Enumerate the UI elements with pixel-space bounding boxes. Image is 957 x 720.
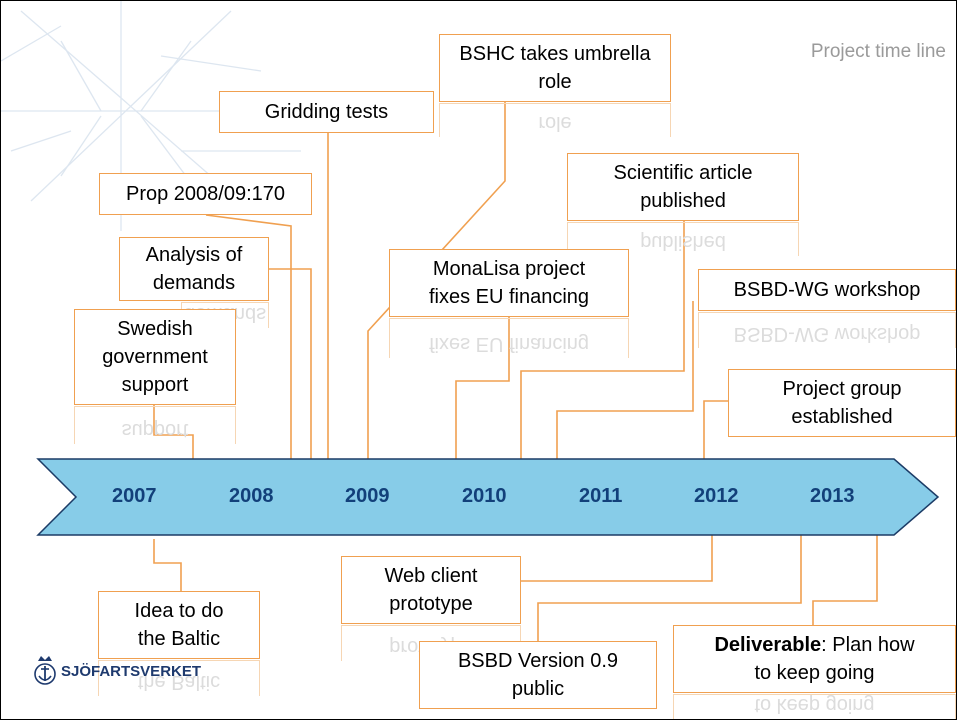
milestone-line: Project group: [782, 378, 902, 400]
milestone-article: Scientific article published: [567, 153, 799, 221]
deliverable-bold: Deliverable: [714, 634, 822, 656]
milestone-line: demands: [152, 272, 236, 294]
year-label: 2009: [345, 485, 390, 507]
milestone-line: Gridding tests: [264, 101, 389, 123]
reflection: role: [439, 103, 671, 137]
milestone-webclient: Web client prototype: [341, 556, 521, 624]
milestone-line: role: [538, 71, 572, 93]
milestone-line: support: [121, 374, 189, 396]
milestone-line: Scientific article: [613, 162, 753, 184]
milestone-line: BSBD-WG workshop: [733, 279, 921, 301]
year-label: 2012: [694, 485, 739, 507]
milestone-prop: Prop 2008/09:170: [99, 173, 312, 215]
year-label: 2010: [462, 485, 507, 507]
milestone-swedish: Swedish government support: [74, 309, 236, 405]
milestone-line: the Baltic: [137, 628, 221, 650]
milestone-line: fixes EU financing: [428, 286, 590, 308]
connector-article: [520, 221, 685, 459]
reflection: BSBD-WG workshop: [698, 312, 956, 348]
year-label: 2008: [229, 485, 274, 507]
milestone-deliverable: Deliverable: Plan how to keep going: [673, 625, 956, 693]
milestone-line: established: [791, 406, 893, 428]
milestone-line: Web client: [384, 565, 478, 587]
milestone-bshc: BSHC takes umbrella role: [439, 34, 671, 102]
milestone-line: published: [640, 190, 726, 212]
connector-deliverable: [812, 535, 878, 625]
connector-webclient: [521, 535, 713, 582]
year-label: 2007: [112, 485, 157, 507]
milestone-line: Swedish: [117, 318, 193, 340]
milestone-line: Idea to do: [134, 600, 224, 622]
milestone-line: Deliverable: Plan how: [714, 631, 914, 659]
milestone-analysis: Analysis of demands: [119, 237, 269, 301]
connector-swedish: [153, 405, 194, 459]
year-label: 2013: [810, 485, 855, 507]
milestone-line: Analysis of: [145, 244, 243, 266]
year-label: 2011: [579, 485, 623, 507]
crown-anchor-icon: [34, 656, 56, 685]
milestone-workshop: BSBD-WG workshop: [698, 269, 956, 311]
milestone-idea: Idea to do the Baltic: [98, 591, 260, 659]
milestone-line: BSBD Version 0.9: [457, 650, 619, 672]
reflection: fixes EU financing: [389, 318, 629, 358]
milestone-line: Prop 2008/09:170: [125, 183, 286, 205]
reflection: to keep going: [673, 694, 956, 719]
milestone-bsbd: BSBD Version 0.9 public: [419, 641, 657, 709]
logo-text: SJÖFARTSVERKET: [61, 662, 202, 680]
milestone-line: BSHC takes umbrella: [459, 43, 651, 65]
milestone-line: MonaLisa project: [432, 258, 586, 280]
connector-analysis: [269, 268, 312, 459]
deliverable-rest: : Plan how: [821, 634, 915, 656]
milestone-monalisa: MonaLisa project fixes EU financing: [389, 249, 629, 317]
timeline-arrow: [36, 458, 940, 536]
connector-group: [703, 400, 728, 459]
connector-bsbd: [537, 535, 802, 641]
sjofartsverket-logo: SJÖFARTSVERKET: [33, 655, 201, 687]
milestone-line: public: [511, 678, 565, 700]
connector-workshop: [556, 301, 694, 459]
connector-prop: [205, 214, 292, 459]
milestone-line: government: [102, 346, 208, 368]
slide-title: Project time line: [810, 41, 946, 62]
reflection: support: [74, 406, 236, 444]
connector-monalisa: [455, 316, 510, 459]
milestone-group: Project group established: [728, 369, 956, 437]
connector-idea: [153, 539, 182, 591]
milestone-line: prototype: [389, 593, 473, 615]
milestone-line: to keep going: [754, 662, 875, 684]
milestone-gridding: Gridding tests: [219, 91, 434, 133]
